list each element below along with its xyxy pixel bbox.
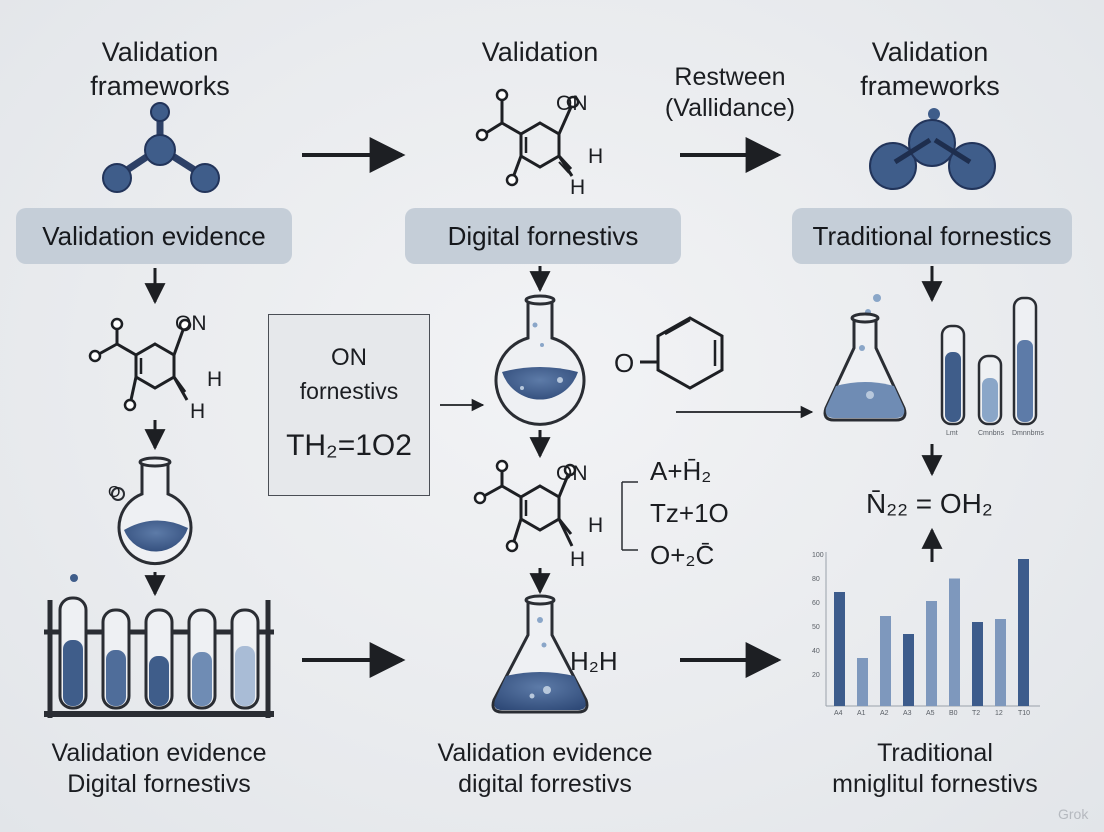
pill-digital-forensics: Digital fornestivs	[405, 208, 681, 264]
graduated-tubes	[940, 296, 1038, 426]
atom-label-h-left-1: H	[207, 368, 223, 391]
reaction-bracket	[621, 481, 638, 551]
flask-label: H₂H	[570, 646, 618, 676]
chart-y-tick: 80	[812, 576, 820, 583]
chart-x-tick: T2	[972, 710, 981, 717]
chart-bar	[857, 658, 868, 706]
chart-x-tick: 12	[995, 710, 1003, 717]
left-column-title: Validation frameworks	[90, 37, 230, 101]
atom-label-on-middle: ON	[556, 462, 588, 485]
chart-bar	[926, 601, 937, 706]
left-column-footer: Validation evidence Digital fornestivs	[51, 739, 267, 799]
flask-left-label: O	[108, 484, 121, 501]
molecule-model-left	[102, 102, 220, 193]
round-flask-middle	[494, 294, 586, 426]
chart-y-tick: 20	[812, 672, 820, 679]
chart-x-tick: A1	[857, 710, 866, 717]
skeletal-molecule-middle	[473, 459, 577, 553]
between-label: Restween (Vallidance)	[664, 63, 796, 123]
middle-column-footer: Validation evidence digital forrestivs	[437, 739, 653, 799]
chart-bar	[995, 619, 1006, 706]
tube-label-1: Lmt	[946, 430, 958, 437]
chart-y-tick: 40	[812, 648, 820, 655]
atom-label-h-top-2: H	[570, 176, 586, 199]
pill-traditional-forensics: Traditional fornestics	[792, 208, 1072, 264]
chart-bar	[949, 578, 960, 706]
chart-bar	[1018, 559, 1029, 706]
tube-label-2: Cmnbns	[978, 430, 1005, 437]
chart-x-tick: A3	[903, 710, 912, 717]
reaction-line-1: A+H̄₂	[650, 456, 712, 486]
reaction-line-3: O+₂C̄	[650, 540, 715, 570]
round-flask-left	[111, 456, 193, 566]
skeletal-molecule-top	[475, 88, 580, 187]
chart-bar	[880, 616, 891, 706]
pill-validation-evidence: Validation evidence	[16, 208, 292, 264]
middle-column-title: Validation	[481, 37, 599, 67]
atom-label-h-middle-1: H	[588, 514, 604, 537]
atom-label-on-left: ON	[175, 312, 207, 335]
skeletal-molecule-left	[88, 317, 192, 412]
flow-arrows	[144, 137, 943, 678]
equation-box: ON fornestivs TH₂=1O2	[268, 314, 430, 496]
atom-label-h-top-1: H	[588, 145, 604, 168]
chart-bar	[972, 622, 983, 706]
molecule-model-right	[869, 108, 996, 190]
chart-y-tick: 50	[812, 624, 820, 631]
atom-label-h-left-2: H	[190, 400, 206, 423]
bar-chart	[825, 552, 1040, 707]
chart-bar	[834, 592, 845, 706]
atom-label-h-middle-2: H	[570, 548, 586, 571]
atom-label-on-top: ON	[556, 92, 588, 115]
box-line-2: fornestivs	[299, 378, 399, 404]
box-line-1: ON	[331, 344, 367, 371]
reaction-line-2: Tz+1O	[650, 498, 729, 528]
right-column-title: Validation frameworks	[860, 37, 1000, 101]
chart-x-tick: A5	[926, 710, 935, 717]
test-tube-rack	[44, 574, 274, 718]
tube-label-3: Dmnnbms	[1012, 430, 1044, 437]
result-equation: N̄₂₂ = OH₂	[866, 488, 993, 519]
right-column-footer: Traditional mniglitul fornestivs	[832, 739, 1038, 799]
chart-x-tick: A2	[880, 710, 889, 717]
erlenmeyer-flask-right	[823, 294, 907, 422]
box-equation: TH₂=1O2	[286, 429, 412, 462]
chart-x-tick: T10	[1018, 710, 1031, 717]
chart-x-tick: A4	[834, 710, 843, 717]
chart-x-tick: B0	[949, 710, 958, 717]
chart-y-tick: 100	[812, 552, 824, 559]
ring-o-label: O	[614, 348, 635, 378]
watermark: Grok	[1058, 806, 1089, 822]
erlenmeyer-flask-middle	[491, 594, 589, 714]
chart-y-tick: 60	[812, 600, 820, 607]
chart-bar	[903, 634, 914, 706]
ring-structure	[640, 316, 724, 390]
